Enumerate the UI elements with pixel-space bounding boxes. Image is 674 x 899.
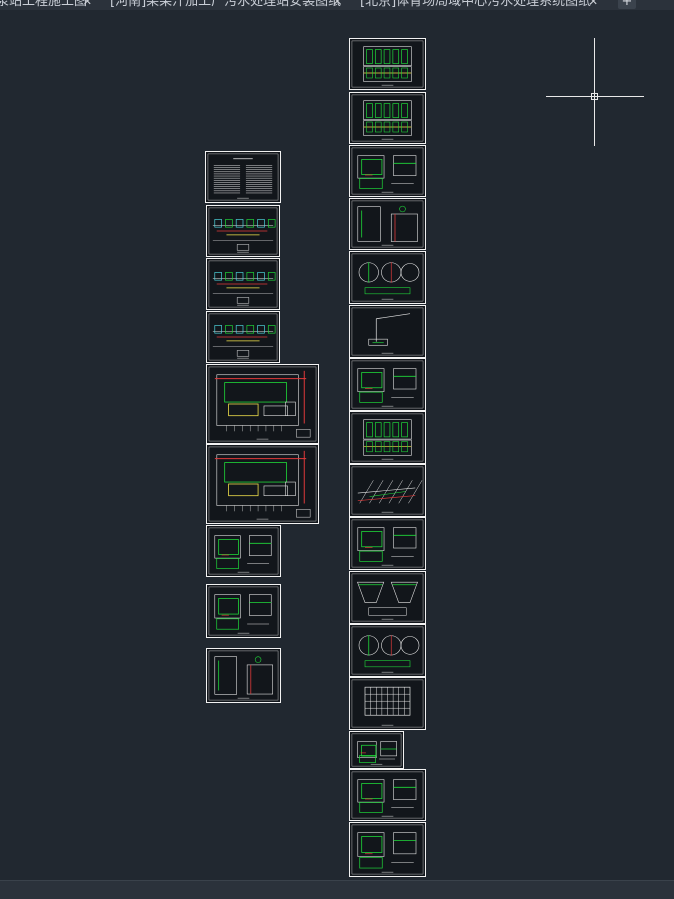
tab-label: [河南]某果汁加工厂污水处理站安装图纸 — [110, 0, 342, 9]
drawing-sheet-thumbnail[interactable] — [349, 145, 426, 197]
tab-document-2[interactable]: [河南]某果汁加工厂污水处理站安装图纸 ✕ — [110, 0, 342, 10]
sheet-drawing-content — [351, 519, 424, 568]
drawing-sheet-thumbnail[interactable] — [206, 364, 319, 444]
sheet-drawing-content — [351, 466, 424, 515]
plus-icon[interactable]: + — [618, 0, 636, 9]
model-space-canvas[interactable] — [0, 10, 674, 880]
drawing-sheet-thumbnail[interactable] — [349, 92, 426, 144]
drawing-sheet-thumbnail[interactable] — [206, 258, 280, 310]
close-icon[interactable]: ✕ — [332, 0, 342, 8]
drawing-sheet-thumbnail[interactable] — [206, 584, 281, 638]
sheet-drawing-content — [351, 147, 424, 195]
sheet-drawing-content — [351, 200, 424, 248]
drawing-sheet-thumbnail[interactable] — [349, 464, 426, 517]
drawing-sheet-thumbnail[interactable] — [206, 311, 280, 363]
drawing-sheet-thumbnail[interactable] — [206, 525, 281, 577]
tab-label: 泵站工程施工图 — [0, 0, 88, 9]
sheet-drawing-content — [207, 153, 279, 201]
close-icon[interactable]: ✕ — [82, 0, 92, 8]
drawing-sheet-thumbnail[interactable] — [349, 677, 426, 730]
drawing-sheet-thumbnail[interactable] — [206, 648, 281, 703]
drawing-sheet-thumbnail[interactable] — [206, 205, 280, 257]
sheet-drawing-content — [351, 824, 424, 875]
drawing-sheet-thumbnail[interactable] — [349, 731, 404, 769]
tab-document-3[interactable]: [北京]体育场局域中心污水处理系统图纸 ✕ — [360, 0, 598, 10]
sheet-drawing-content — [351, 360, 424, 409]
sheet-drawing-content — [351, 573, 424, 622]
sheet-drawing-content — [208, 446, 317, 522]
drawing-sheet-thumbnail[interactable] — [349, 769, 426, 821]
sheet-drawing-content — [351, 40, 424, 88]
drawing-sheet-thumbnail[interactable] — [349, 198, 426, 250]
sheet-drawing-content — [351, 253, 424, 302]
sheet-drawing-content — [351, 771, 424, 819]
drawing-sheet-thumbnail[interactable] — [349, 251, 426, 304]
drawing-sheet-thumbnail[interactable] — [349, 305, 426, 358]
sheet-drawing-content — [208, 366, 317, 442]
drawing-sheet-thumbnail[interactable] — [349, 624, 426, 677]
sheet-drawing-content — [351, 413, 424, 462]
document-tab-bar: 泵站工程施工图 ✕ [河南]某果汁加工厂污水处理站安装图纸 ✕ [北京]体育场局… — [0, 0, 674, 10]
sheet-drawing-content — [208, 650, 279, 701]
drawing-sheet-thumbnail[interactable] — [349, 38, 426, 90]
sheet-drawing-content — [351, 307, 424, 356]
sheet-drawing-content — [351, 626, 424, 675]
sheet-drawing-content — [351, 733, 402, 767]
crosshair-cursor-icon — [546, 38, 644, 146]
tab-label: [北京]体育场局域中心污水处理系统图纸 — [360, 0, 592, 9]
drawing-sheet-thumbnail[interactable] — [349, 411, 426, 464]
drawing-sheet-thumbnail[interactable] — [349, 358, 426, 411]
sheet-drawing-content — [208, 260, 278, 308]
drawing-sheet-thumbnail[interactable] — [206, 444, 319, 524]
drawing-sheet-thumbnail[interactable] — [349, 822, 426, 877]
tab-document-1[interactable]: 泵站工程施工图 ✕ — [0, 0, 92, 10]
sheet-drawing-content — [351, 679, 424, 728]
drawing-sheet-thumbnail[interactable] — [349, 517, 426, 570]
sheet-drawing-content — [208, 207, 278, 255]
close-icon[interactable]: ✕ — [588, 0, 598, 8]
sheet-drawing-content — [208, 313, 278, 361]
sheet-drawing-content — [351, 94, 424, 142]
drawing-sheet-thumbnail[interactable] — [349, 571, 426, 624]
sheet-drawing-content — [208, 527, 279, 575]
status-bar — [0, 880, 674, 899]
drawing-sheet-thumbnail[interactable] — [205, 151, 281, 203]
sheet-drawing-content — [208, 586, 279, 636]
